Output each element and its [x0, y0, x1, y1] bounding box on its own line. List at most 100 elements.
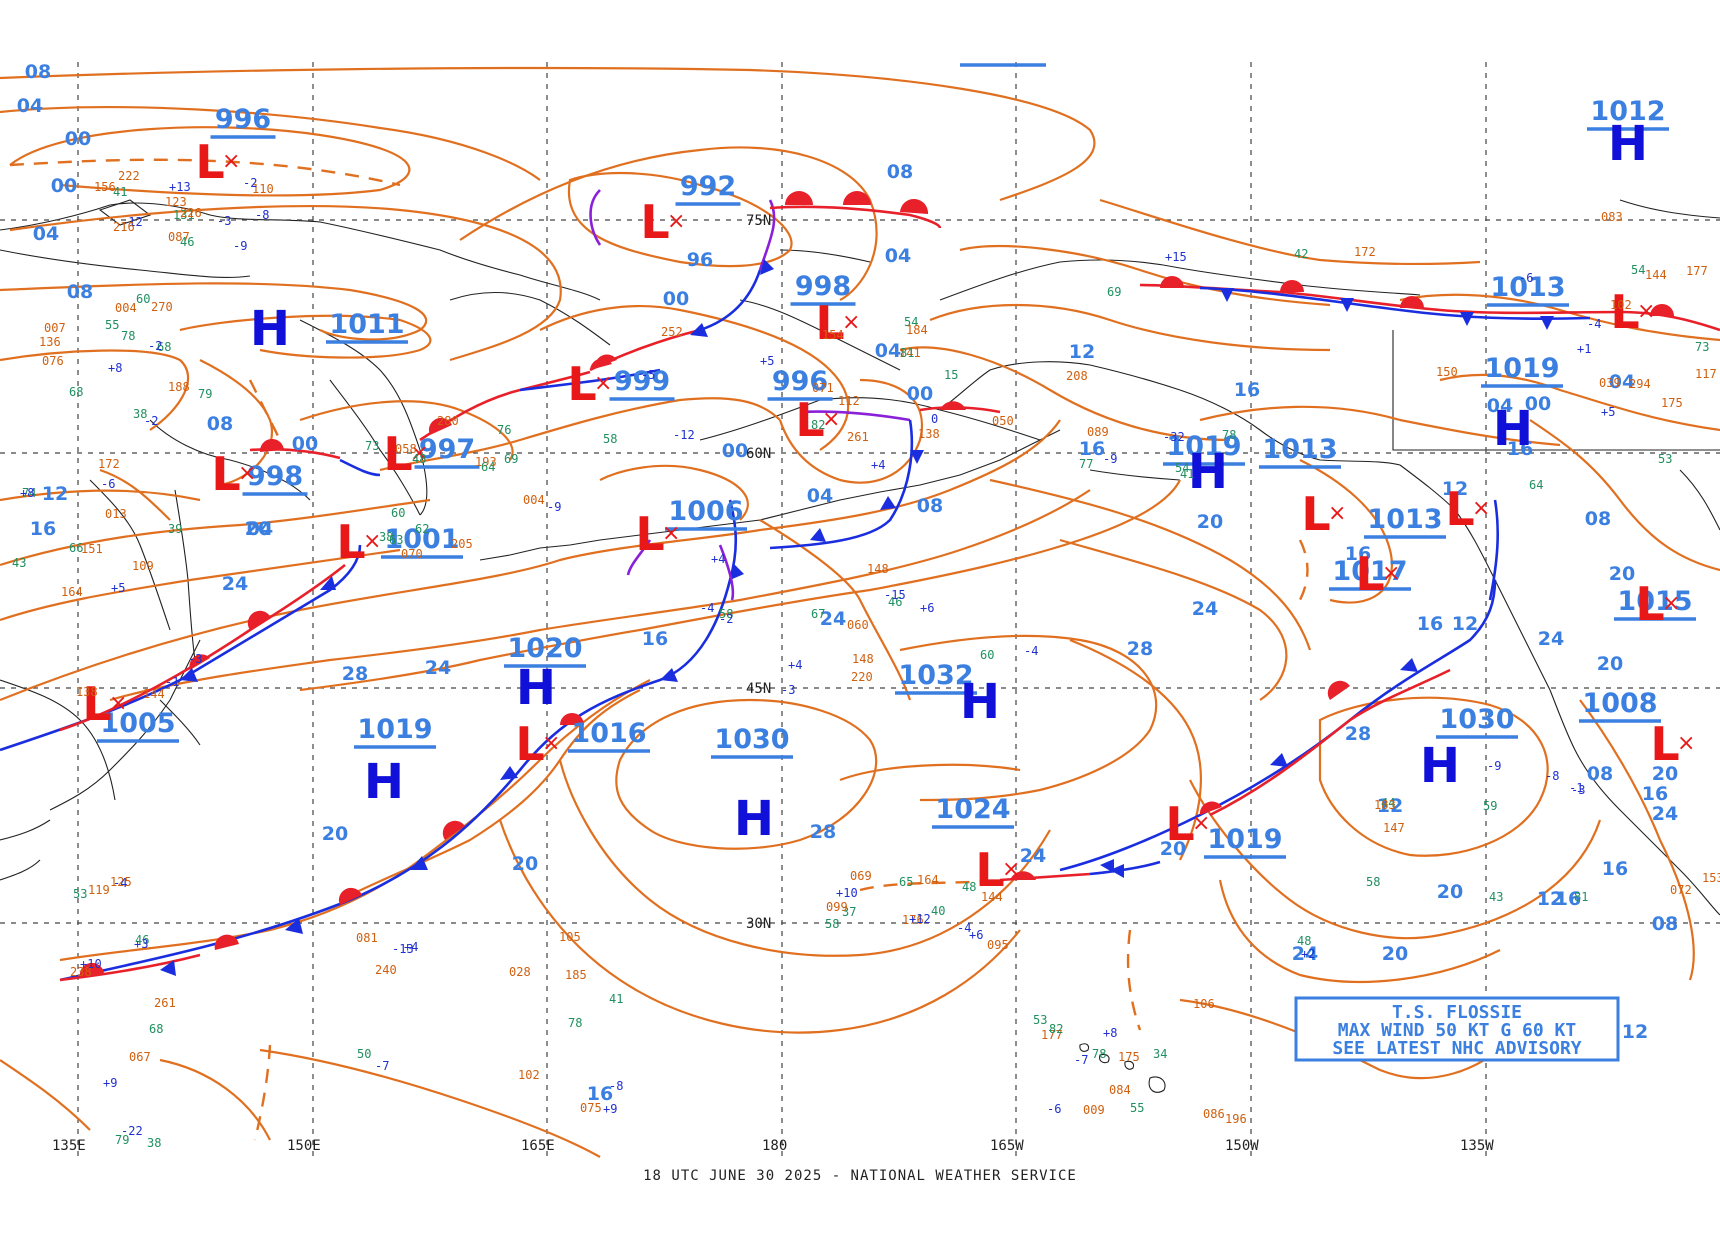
station-obs-value: -4 [113, 876, 127, 890]
station-obs-value: -12 [121, 215, 143, 229]
station-obs-value: 58 [825, 917, 839, 931]
low-symbol: L [1650, 717, 1679, 771]
isobar-label: 20 [1437, 881, 1463, 903]
isobar-label: 12 [1537, 888, 1563, 910]
station-obs-value: 43 [12, 556, 26, 570]
station-obs-value: 78 [1222, 428, 1236, 442]
high-symbol: H [1493, 401, 1533, 457]
station-obs-value: 82 [1049, 1022, 1063, 1036]
low-center-mark: × [594, 371, 612, 396]
station-obs-value: 028 [509, 965, 531, 979]
station-obs-value: -9 [547, 500, 561, 514]
station-obs-value: -15 [884, 588, 906, 602]
isobar-label: 08 [67, 281, 93, 303]
isobar-label: 24 [1292, 943, 1318, 965]
isobar-label: 08 [1585, 508, 1611, 530]
station-obs-value: 69 [504, 452, 518, 466]
station-obs-value: 54 [1175, 461, 1189, 475]
isobar-label: 28 [1127, 638, 1153, 660]
station-obs-value: +2 [1301, 947, 1315, 961]
map-background [0, 62, 1720, 1157]
station-obs-value: -3 [781, 683, 795, 697]
isobar-label: 04 [17, 95, 43, 117]
isobar-label: 04 [33, 223, 59, 245]
station-obs-value: 110 [252, 182, 274, 196]
station-obs-value: 144 [1645, 268, 1667, 282]
high-symbol: H [516, 660, 556, 716]
isobar-label: 04 [1487, 395, 1513, 417]
isobar-label: 12 [42, 483, 68, 505]
center-pressure-value: 1006 [668, 496, 743, 527]
station-obs-value: 66 [69, 541, 83, 555]
station-obs-value: 013 [105, 507, 127, 521]
isobar-label: 24 [1538, 628, 1564, 650]
station-obs-value: 38 [147, 1136, 161, 1150]
isobar-label: 12 [1452, 613, 1478, 635]
isobar-label: 12 [1442, 478, 1468, 500]
center-pressure-value: 1001 [384, 524, 459, 555]
station-obs-value: 79 [198, 387, 212, 401]
low-symbol: L [640, 195, 669, 249]
lat-label-45n: 45N [746, 681, 771, 697]
station-obs-value: 109 [132, 559, 154, 573]
station-obs-value: 73 [1695, 340, 1709, 354]
center-pressure-value: 1019 [1207, 824, 1282, 855]
isobar-label: 28 [342, 663, 368, 685]
station-obs-value: 38 [379, 530, 393, 544]
station-obs-value: +13 [169, 180, 191, 194]
high-symbol: H [1420, 738, 1460, 794]
center-pressure-value: 1013 [1262, 434, 1337, 465]
station-obs-value: 37 [842, 905, 856, 919]
advisory-line-2: MAX WIND 50 KT G 60 KT [1338, 1020, 1577, 1041]
station-obs-value: -6 [1519, 271, 1533, 285]
station-obs-value: 78 [121, 329, 135, 343]
station-obs-value: -32 [1163, 430, 1185, 444]
isobar-label: 96 [687, 249, 713, 271]
station-obs-value: 004 [523, 493, 545, 507]
station-obs-value: 48 [1297, 934, 1311, 948]
station-observations: 131007+538071+442102-134119+937110+83907… [12, 169, 1720, 1150]
station-obs-value: 53 [1658, 452, 1672, 466]
lon-label-180: 180 [762, 1138, 787, 1154]
station-obs-value: 177 [1686, 264, 1708, 278]
station-obs-value: +9 [603, 1102, 617, 1116]
station-obs-value: 252 [661, 325, 683, 339]
station-obs-value: 46 [888, 595, 902, 609]
isobar-label: 08 [1652, 913, 1678, 935]
isobar-label: 28 [1345, 723, 1371, 745]
station-obs-value: 131 [173, 208, 195, 222]
graticule-labels: 135E 150E 165E 180 165W 150W 135W 75N 60… [52, 213, 1494, 1154]
advisory-line-3: SEE LATEST NHC ADVISORY [1332, 1038, 1581, 1059]
station-obs-value: 084 [1109, 1083, 1131, 1097]
station-obs-value: 071 [812, 381, 834, 395]
low-center-mark: × [667, 209, 685, 234]
station-obs-value: 68 [69, 385, 83, 399]
station-obs-value: 164 [61, 585, 83, 599]
isobar-label: 08 [25, 61, 51, 83]
station-obs-value: +1 [1577, 342, 1591, 356]
station-obs-value: 102 [518, 1068, 540, 1082]
station-obs-value: 196 [1225, 1112, 1247, 1126]
isobar-label: 16 [1079, 438, 1105, 460]
station-obs-value: 138 [76, 685, 98, 699]
station-obs-value: 188 [168, 380, 190, 394]
station-obs-value: 42 [1294, 247, 1308, 261]
center-pressure-value: 1019 [1166, 431, 1241, 462]
station-obs-value: 193 [475, 455, 497, 469]
low-center-mark: × [238, 461, 256, 486]
station-obs-value: +5 [1601, 405, 1615, 419]
isobar-label: 04 [885, 245, 911, 267]
isobar-label: 16 [1234, 379, 1260, 401]
station-obs-value: 82 [811, 418, 825, 432]
isobar-label: 24 [820, 608, 846, 630]
isobar-label: 12 [1377, 795, 1403, 817]
low-symbol: L [815, 296, 844, 350]
station-obs-value: 270 [151, 300, 173, 314]
low-symbol: L [1165, 797, 1194, 851]
